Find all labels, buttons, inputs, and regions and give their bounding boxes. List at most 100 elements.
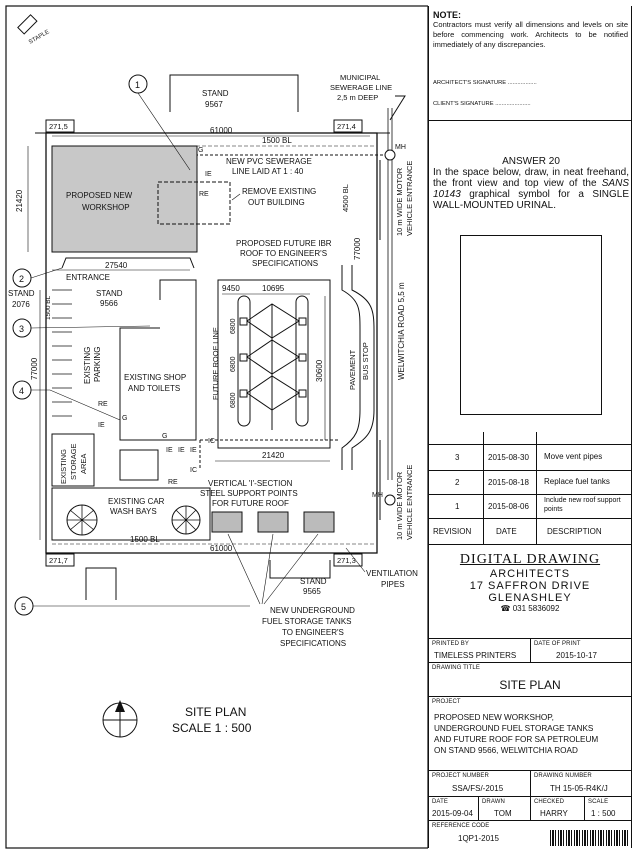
- answer-text: In the space below, draw, in neat freeha…: [433, 167, 629, 211]
- label-ie-mid: IE: [98, 422, 105, 429]
- dim-61000: 61000: [210, 126, 233, 135]
- drawing-title-value: SITE PLAN: [499, 678, 561, 692]
- rev-3-desc: Move vent pipes: [544, 452, 603, 461]
- label-ie-top: IE: [205, 171, 212, 178]
- dim-9450: 9450: [222, 284, 240, 293]
- label-re-mid: RE: [98, 401, 108, 408]
- bl-top: 1500 BL: [262, 136, 292, 145]
- level-271-4: 271,4: [337, 122, 356, 131]
- remove-label-2: OUT BUILDING: [248, 198, 305, 207]
- stand-9566-no: 9566: [100, 299, 118, 308]
- label-ic-2: IC: [190, 467, 197, 474]
- stand-9567-no: 9567: [205, 100, 223, 109]
- mh-top: MH: [395, 144, 406, 151]
- carwash-label-2: WASH BAYS: [110, 507, 157, 516]
- firm-street: 17 SAFFRON DRIVE: [469, 580, 591, 592]
- dim-21420: 21420: [15, 189, 24, 212]
- label-re-top: RE: [199, 191, 209, 198]
- parking-label-2: PARKING: [93, 347, 102, 382]
- firm-phone-row: ☎ 031 5836092: [428, 604, 632, 613]
- entrance-right-bottom-2: VEHICLE ENTRANCE: [405, 465, 414, 540]
- rev-1-desc: Include new roof support points: [544, 497, 621, 513]
- drawing-title-label: DRAWING TITLE: [432, 665, 480, 671]
- rev-header-revision: REVISION: [433, 527, 472, 536]
- project-line-1: PROPOSED NEW WORKSHOP,: [434, 713, 554, 722]
- entrance-right-bottom-1: 10 m WIDE MOTOR: [395, 471, 404, 540]
- level-271-3: 271,3: [337, 556, 356, 565]
- roof-label-3: SPECIFICATIONS: [252, 259, 318, 268]
- project-number: SSA/FS/-2015: [452, 784, 504, 793]
- drawn-value: TOM: [494, 809, 512, 818]
- site-plan-drawing: STAPLE 271,5 271,4 271,7 271,3 61000 150…: [5, 5, 428, 849]
- answer-title: ANSWER 20: [502, 156, 560, 167]
- roof-label-2: ROOF TO ENGINEER'S: [240, 249, 327, 258]
- print-date-label: DATE OF PRINT: [534, 641, 581, 647]
- tsection-label-1: VERTICAL 'I'-SECTION: [208, 479, 293, 488]
- dim-10695: 10695: [262, 284, 285, 293]
- entrance-right-top-2: VEHICLE ENTRANCE: [405, 161, 414, 236]
- answer-drawing-box: [460, 235, 602, 415]
- label-ie-low-2: IE: [178, 447, 185, 454]
- pavement-label: PAVEMENT: [348, 349, 357, 390]
- drawing-border: [5, 5, 428, 849]
- carwash-label-1: EXISTING CAR: [108, 497, 165, 506]
- rev-3-no: 3: [455, 453, 460, 462]
- label-ie-low-1: IE: [166, 447, 173, 454]
- phone-icon: ☎: [500, 604, 511, 613]
- label-ie-low-3: IE: [190, 447, 197, 454]
- dim-77000-right: 77000: [353, 237, 362, 260]
- rev-1-no: 1: [455, 502, 460, 511]
- note-section: NOTE: Contractors must verify all dimens…: [433, 10, 628, 50]
- project-label: PROJECT: [432, 699, 461, 705]
- project-line-2: UNDERGROUND FUEL STORAGE TANKS: [434, 724, 594, 733]
- vent-label-2: PIPES: [381, 580, 405, 589]
- dim-6800-b: 6800: [230, 356, 237, 372]
- pvc-label-1: NEW PVC SEWERAGE: [226, 157, 312, 166]
- drawing-title: SITE PLAN: [185, 705, 246, 719]
- callout-3: 3: [19, 324, 24, 334]
- firm-suburb: GLENASHLEY: [488, 592, 572, 604]
- rev-2-desc: Replace fuel tanks: [544, 477, 610, 486]
- dim-27540: 27540: [105, 261, 128, 270]
- label-g-low: G: [162, 433, 167, 440]
- existing-parking: [52, 289, 72, 417]
- dim-21420-b: 21420: [262, 451, 285, 460]
- drawn-label: DRAWN: [482, 799, 505, 805]
- entrance-right-top-1: 10 m WIDE MOTOR: [395, 167, 404, 236]
- rev-header-date: DATE: [496, 527, 517, 536]
- callout-4: 4: [19, 386, 24, 396]
- bl-bottom: 1500 BL: [130, 535, 160, 544]
- client-signature: CLIENT'S SIGNATURE .....................…: [433, 101, 531, 107]
- workshop-label-2: WORKSHOP: [82, 203, 130, 212]
- note-title: NOTE:: [433, 10, 461, 20]
- existing-storage: [51, 433, 95, 487]
- proposed-workshop: [51, 145, 198, 253]
- level-271-5: 271,5: [49, 122, 68, 131]
- parking-label-1: EXISTING: [83, 347, 92, 384]
- callout-2: 2: [19, 274, 24, 284]
- bus-stop-label: BUS STOP: [361, 342, 370, 380]
- rev-2-date: 2015-08-18: [488, 478, 529, 487]
- firm-type: ARCHITECTS: [489, 568, 571, 580]
- scale-label: SCALE: [588, 799, 609, 805]
- remove-label-1: REMOVE EXISTING: [242, 187, 316, 196]
- label-g-top: G: [198, 147, 203, 154]
- existing-outbuilding: [157, 181, 231, 225]
- printed-by: TIMELESS PRINTERS: [434, 651, 517, 660]
- tanks-label-3: TO ENGINEER'S: [282, 628, 344, 637]
- small-building: [119, 449, 159, 481]
- stand-9565-no: 9565: [303, 587, 321, 596]
- dim-61000-b: 61000: [210, 544, 233, 553]
- firm-phone: 031 5836092: [512, 604, 560, 613]
- storage-label-2: STORAGE: [69, 443, 78, 480]
- scale-value: 1 : 500: [591, 809, 616, 818]
- drawing-scale: SCALE 1 : 500: [172, 721, 252, 735]
- architect-signature: ARCHITECT'S SIGNATURE ..................: [433, 80, 537, 86]
- fuel-tank-2: [257, 511, 289, 533]
- storage-label-3: AREA: [79, 454, 88, 474]
- checked-label: CHECKED: [534, 799, 565, 805]
- callouts: 1 2 3 4 5: [12, 74, 250, 616]
- print-date: 2015-10-17: [556, 651, 597, 660]
- road-label: WELWITCHIA ROAD 5,5 m: [397, 282, 406, 380]
- barcode: [550, 830, 628, 846]
